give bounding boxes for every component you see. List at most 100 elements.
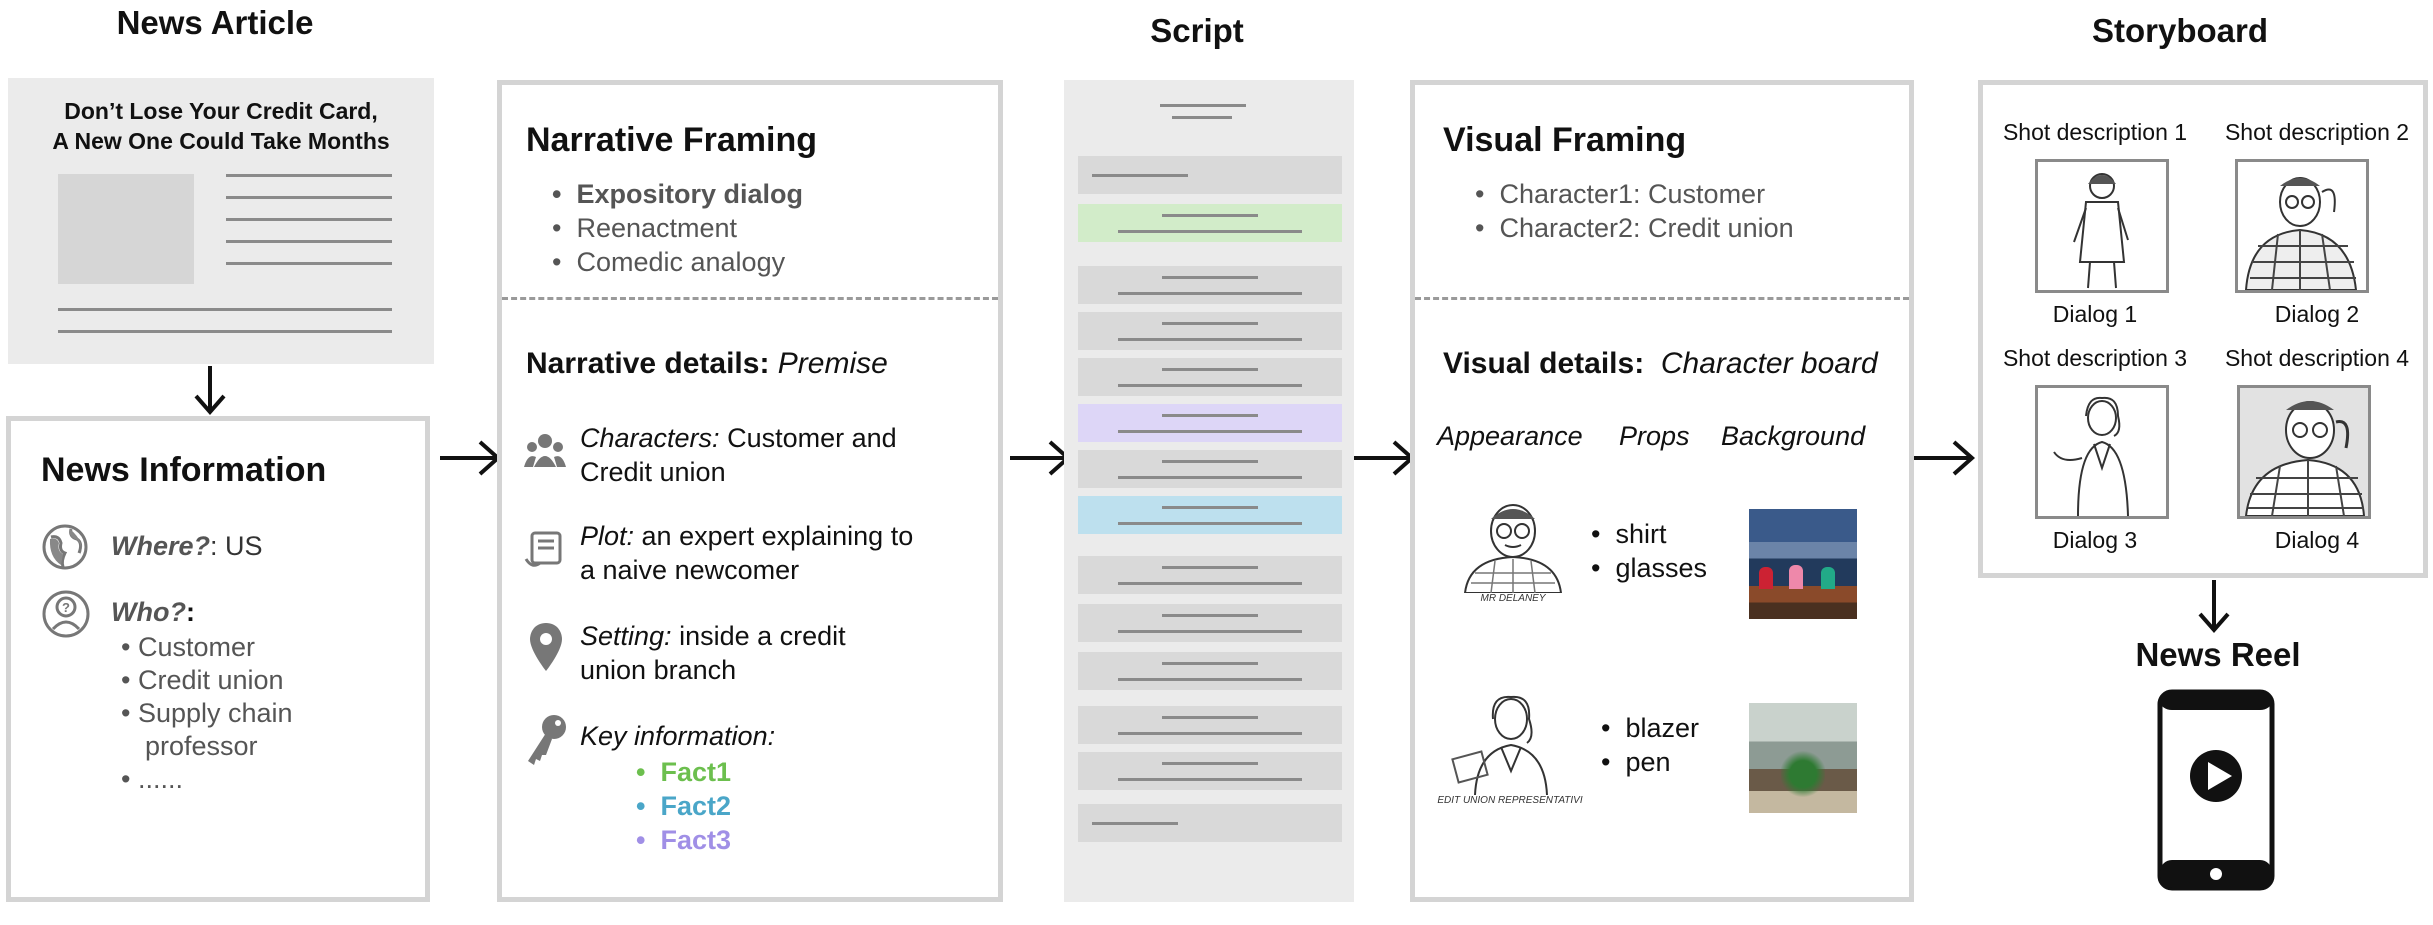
shot-dialog: Dialog 2 <box>2274 301 2360 327</box>
script-line <box>1078 450 1342 488</box>
narrative-details-heading: Narrative details: Premise <box>526 347 888 380</box>
list-item: • glasses <box>1591 553 1708 583</box>
list-item: • Fact1 <box>636 757 732 787</box>
news-reel-title: News Reel <box>2135 636 2301 673</box>
list-item: • Expository dialog <box>552 179 804 209</box>
plot-row: Plot: an expert explaining to a naive ne… <box>580 521 914 585</box>
key-icon <box>522 713 570 774</box>
shot-3-sketch <box>2035 385 2169 519</box>
text-line <box>58 308 392 311</box>
arrow-right-icon <box>1354 440 1416 476</box>
person-question-icon: ? <box>41 589 91 644</box>
news-article-heading: News Article <box>116 4 314 41</box>
shot-dialog: Dialog 3 <box>2052 527 2138 553</box>
text-line <box>1172 116 1232 119</box>
script-line-fact3 <box>1078 404 1342 442</box>
shot-dialog: Dialog 1 <box>2052 301 2138 327</box>
list-item: • Credit union <box>121 665 284 695</box>
script-line <box>1078 652 1342 690</box>
list-item: • Customer <box>121 632 255 662</box>
list-item: • Character2: Credit union <box>1475 213 1794 243</box>
text-line <box>226 218 392 221</box>
arrow-down-icon <box>2198 580 2230 634</box>
shot-description: Shot description 3 <box>2002 345 2188 371</box>
key-information-label: Key information: <box>580 721 776 751</box>
article-title: Don’t Lose Your Credit Card, A New One C… <box>52 98 390 154</box>
storyboard-heading: Storyboard <box>2091 12 2269 49</box>
fact-list: • Fact1 • Fact2 • Fact3 <box>636 755 731 857</box>
article-thumbnail: Don’t Lose Your Credit Card, A New One C… <box>8 78 434 364</box>
script-line <box>1078 752 1342 790</box>
arrow-down-icon <box>194 366 226 416</box>
script-line-fact2 <box>1078 496 1342 534</box>
arrow-right-icon <box>1010 440 1072 476</box>
framing-options: • Expository dialog • Reenactment • Come… <box>552 177 803 279</box>
list-item: • ...... <box>121 764 183 794</box>
where-row: Where?: US <box>111 531 263 561</box>
location-pin-icon <box>528 621 564 678</box>
news-information-title: News Information <box>41 451 327 489</box>
character1-props: • shirt • glasses <box>1591 517 1707 585</box>
visual-framing-panel: Visual Framing • Character1: Customer • … <box>1410 80 1914 902</box>
list-item: • Character1: Customer <box>1475 179 1766 209</box>
news-information-panel: News Information Where?: US ? Who?: • Cu… <box>6 416 430 902</box>
divider <box>1415 297 1909 300</box>
script-page <box>1064 80 1354 902</box>
article-image-placeholder <box>58 174 194 284</box>
script-line <box>1078 804 1342 842</box>
visual-framing-title: Visual Framing <box>1443 121 1687 159</box>
shot-description: Shot description 4 <box>2224 345 2410 371</box>
storyboard-panel: Shot description 1 Dialog 1 Shot descrip… <box>1978 80 2428 578</box>
script-line <box>1078 312 1342 350</box>
character2-sketch: EDIT UNION REPRESENTATIVI <box>1435 691 1585 815</box>
arrow-right-icon <box>440 440 502 476</box>
list-item: • pen <box>1601 747 1671 777</box>
background1-photo <box>1749 509 1857 619</box>
text-line <box>226 196 392 199</box>
shot-description: Shot description 2 <box>2224 119 2410 145</box>
script-line <box>1078 358 1342 396</box>
list-item: professor <box>145 731 258 761</box>
who-label: Who?: <box>111 597 195 627</box>
text-line <box>226 262 392 265</box>
people-icon <box>524 431 566 476</box>
column-props: Props <box>1619 421 1690 451</box>
list-item: • Supply chain <box>121 698 293 728</box>
script-line <box>1078 156 1342 194</box>
list-item: • Fact2 <box>636 791 732 821</box>
text-line <box>226 174 392 177</box>
phone-play-icon[interactable] <box>2156 688 2276 892</box>
visual-details-heading: Visual details: Character board <box>1443 347 1878 380</box>
globe-icon <box>41 523 89 576</box>
list-item: • shirt <box>1591 519 1667 549</box>
svg-text:?: ? <box>62 600 70 615</box>
scroll-icon <box>524 529 566 574</box>
who-list: • Customer • Credit union • Supply chain… <box>121 631 293 796</box>
column-appearance: Appearance <box>1437 421 1583 451</box>
column-background: Background <box>1721 421 1866 451</box>
background2-photo <box>1749 703 1857 813</box>
arrow-right-icon <box>1914 440 1976 476</box>
list-item: • blazer <box>1601 713 1700 743</box>
list-item: • Fact3 <box>636 825 732 855</box>
list-item: • Comedic analogy <box>552 247 786 277</box>
text-line <box>226 240 392 243</box>
script-line <box>1078 266 1342 304</box>
character2-caption: EDIT UNION REPRESENTATIVI <box>1437 795 1583 806</box>
shot-1-sketch <box>2035 159 2169 293</box>
narrative-framing-panel: Narrative Framing • Expository dialog • … <box>497 80 1003 902</box>
divider <box>502 297 998 300</box>
script-heading: Script <box>1150 12 1244 49</box>
script-line <box>1078 556 1342 594</box>
script-line <box>1078 604 1342 642</box>
character2-props: • blazer • pen <box>1601 711 1699 779</box>
text-line <box>58 330 392 333</box>
visual-characters: • Character1: Customer • Character2: Cre… <box>1475 177 1794 245</box>
shot-description: Shot description 1 <box>2002 119 2188 145</box>
script-line-fact1 <box>1078 204 1342 242</box>
shot-4-sketch <box>2237 385 2371 519</box>
script-line <box>1078 706 1342 744</box>
character1-caption: MR DELANEY <box>1480 593 1546 604</box>
list-item: • Reenactment <box>552 213 738 243</box>
narrative-framing-title: Narrative Framing <box>526 121 817 159</box>
